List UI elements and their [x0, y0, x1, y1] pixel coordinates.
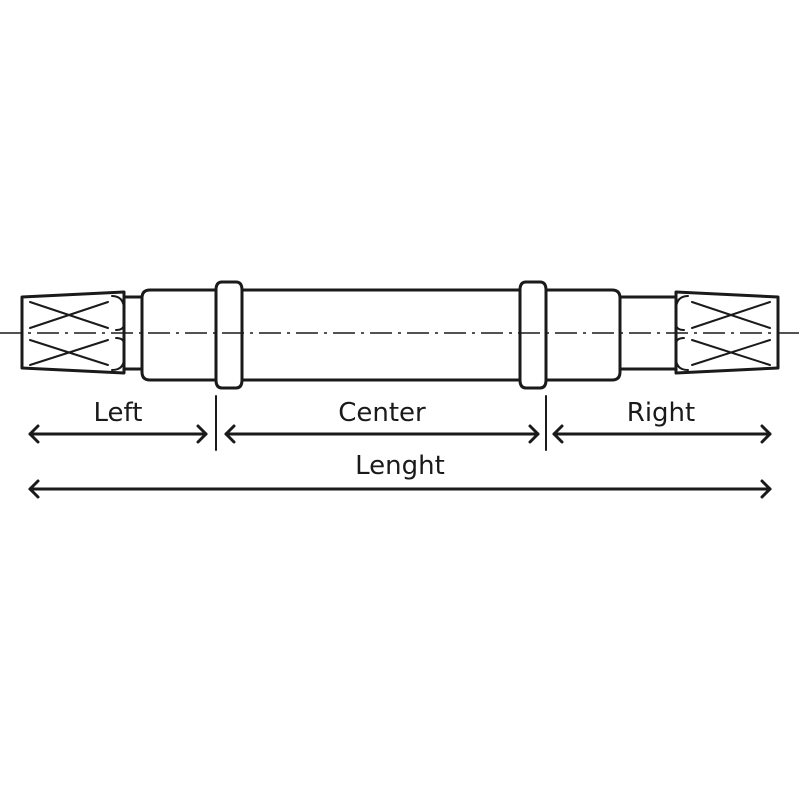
right-dimension-arrow: [552, 424, 772, 444]
right-bearing-ring: [518, 280, 548, 390]
length-dimension-arrow: [28, 479, 772, 499]
left-bearing-ring: [214, 280, 244, 390]
right-shoulder: [544, 288, 622, 382]
spindle: [0, 280, 800, 390]
right-taper-end: [674, 290, 780, 375]
center-body: [238, 288, 522, 382]
center-dimension-arrow: [224, 424, 540, 444]
left-shoulder: [140, 288, 218, 382]
length-label: Lenght: [355, 451, 445, 481]
right-label: Right: [627, 398, 695, 428]
left-dimension-arrow: [28, 424, 208, 444]
left-label: Left: [94, 398, 143, 428]
center-label: Center: [338, 398, 426, 428]
left-taper-end: [20, 290, 126, 375]
